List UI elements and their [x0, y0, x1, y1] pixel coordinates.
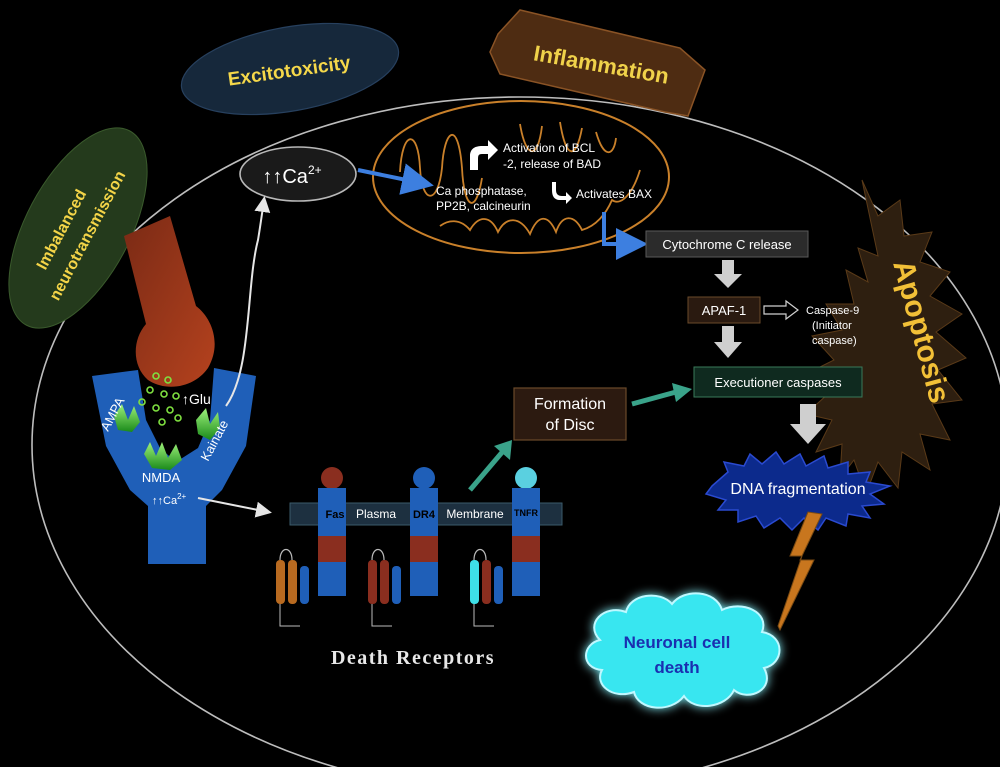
- fas-receptor: [318, 467, 346, 596]
- receptor-to-membrane-arrow: [197, 497, 272, 518]
- receptor-to-calcium-arrow: [225, 196, 271, 407]
- executioner-caspases-box: Executioner caspases: [693, 366, 863, 398]
- helix-bundle-dr4: [368, 548, 401, 627]
- activates-bax-text: Activates BAX: [576, 187, 652, 201]
- dr4-arrowhead: [494, 440, 512, 460]
- calcium-text: ↑↑Ca2+: [262, 163, 321, 188]
- cytochrome-to-apaf-arrow: [714, 260, 742, 288]
- dr4-to-disc-arrow: [468, 448, 506, 492]
- disc-to-executioner-arrow: [631, 389, 677, 407]
- executioner-text: Executioner caspases: [714, 375, 842, 390]
- dr4-text: DR4: [413, 509, 436, 521]
- caspase9-text-3: caspase): [812, 335, 857, 347]
- ca-to-mitochondrion-arrow: [357, 163, 434, 195]
- apaf1-box: APAF-1: [687, 296, 761, 324]
- nmda-text: NMDA: [142, 470, 181, 485]
- neuronal-cell-death-cloud: [585, 592, 781, 709]
- bcl-activation-text-2: -2, release of BAD: [503, 157, 601, 171]
- membrane-text: Membrane: [446, 507, 504, 521]
- cell-outline: [31, 96, 1000, 767]
- disc-text-1: Formation: [534, 396, 606, 413]
- plasma-text: Plasma: [356, 507, 396, 521]
- neuronal-text-1: Neuronal cell: [624, 633, 731, 652]
- ca-phosphatase-text-1: Ca phosphatase,: [436, 184, 527, 198]
- dr4-receptor: [410, 467, 438, 596]
- caspase9-text-1: Caspase-9: [806, 305, 859, 317]
- cytochrome-c-box: Cytochrome C release: [645, 230, 809, 258]
- bax-to-cytochrome-arrow: [602, 212, 648, 260]
- helix-bundle-tnfr: [470, 548, 503, 627]
- fas-text: Fas: [326, 509, 345, 521]
- receptor-calcium-text: ↑↑Ca2+: [152, 492, 187, 507]
- glutamate-vesicles: [138, 372, 182, 426]
- imbalanced-neurotransmission-label: Imbalanced neurotransmission: [8, 127, 148, 329]
- calcium-rise-node: ↑↑Ca2+: [239, 146, 357, 202]
- glutamate-text: ↑Glu: [182, 391, 211, 407]
- presynaptic-terminal: [124, 216, 215, 387]
- helix-bundle-fas: [276, 548, 309, 627]
- caspase9-text-2: (Initiator: [812, 320, 852, 332]
- tnfr-receptor: [512, 467, 540, 596]
- dna-text: DNA fragmentation: [730, 481, 865, 498]
- disc-text-2: of Disc: [546, 417, 595, 434]
- mitochondrion: Ca phosphatase, PP2B, calcineurin Activa…: [372, 100, 670, 254]
- apaf-to-caspase9-arrow: [763, 299, 799, 321]
- inflammation-label: Inflammation: [489, 9, 706, 117]
- neuronal-text-2: death: [654, 658, 699, 677]
- executioner-to-dna-arrow: [790, 404, 826, 444]
- receptor-spikes: [114, 404, 220, 470]
- dna-fragmentation-burst: DNA fragmentation: [704, 450, 893, 532]
- excitotoxicity-label: Excitotoxicity: [180, 22, 400, 116]
- curved-arrow-icon: [470, 140, 498, 170]
- ca-phosphatase-text-2: PP2B, calcineurin: [436, 199, 531, 213]
- disc-arrowhead: [672, 383, 692, 402]
- apaf1-text: APAF-1: [702, 303, 747, 318]
- disc-formation-box: Formation of Disc: [513, 387, 627, 441]
- lightning-bolt-icon: [777, 511, 823, 632]
- cytochrome-text: Cytochrome C release: [662, 237, 791, 252]
- death-receptors-text: Death Receptors: [331, 647, 495, 669]
- small-curved-arrow-icon: [552, 182, 572, 204]
- tnfr-text: TNFR: [514, 508, 538, 518]
- apaf-to-executioner-arrow: [714, 326, 742, 358]
- bcl-activation-text-1: Activation of BCL: [503, 141, 595, 155]
